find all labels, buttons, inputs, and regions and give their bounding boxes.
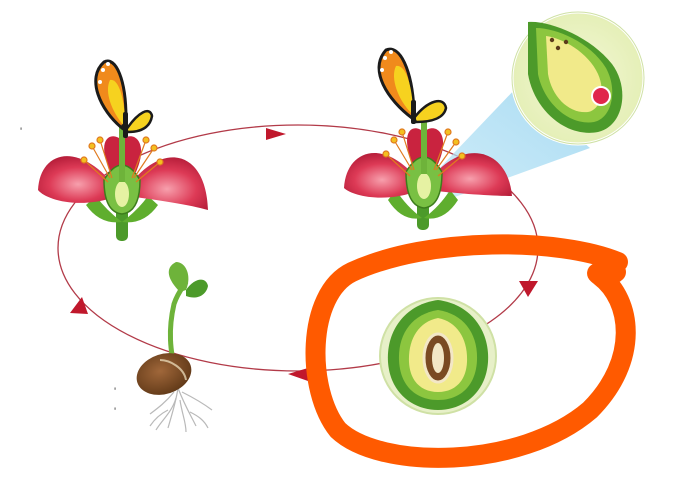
butterfly-right-wing <box>412 99 448 124</box>
flower-left-sepal <box>86 196 122 223</box>
cycle-arrow-left <box>70 297 88 314</box>
stray-mark: ' <box>114 386 117 398</box>
flower-right-petal <box>344 153 420 198</box>
stray-mark: ' <box>20 126 23 138</box>
seedling-leaf <box>186 279 208 298</box>
butterfly-left-wing <box>124 110 154 134</box>
seedling-seed <box>136 353 192 395</box>
cycle-arrow-right <box>519 281 538 297</box>
seedling-leaf <box>168 262 189 292</box>
ovule-egg-cell <box>591 86 611 106</box>
cycle-arrow-top <box>266 128 286 140</box>
stray-mark: ' <box>114 406 117 418</box>
butterfly-right <box>377 47 448 124</box>
seedling-roots <box>149 387 213 433</box>
ovule-zoom <box>510 10 646 146</box>
flower-right-petal <box>428 153 512 196</box>
flower-left-petal <box>38 156 118 203</box>
butterfly-left <box>94 59 154 138</box>
flower-left-sepal <box>122 196 158 223</box>
highlight-scribble <box>305 234 636 468</box>
seed-cross-section <box>379 297 497 415</box>
germinating-seed <box>136 262 213 433</box>
flower-right <box>344 118 512 230</box>
flower-left <box>38 124 208 241</box>
flower-left-petal <box>126 157 208 210</box>
cycle-arrow-bottom <box>288 368 308 381</box>
